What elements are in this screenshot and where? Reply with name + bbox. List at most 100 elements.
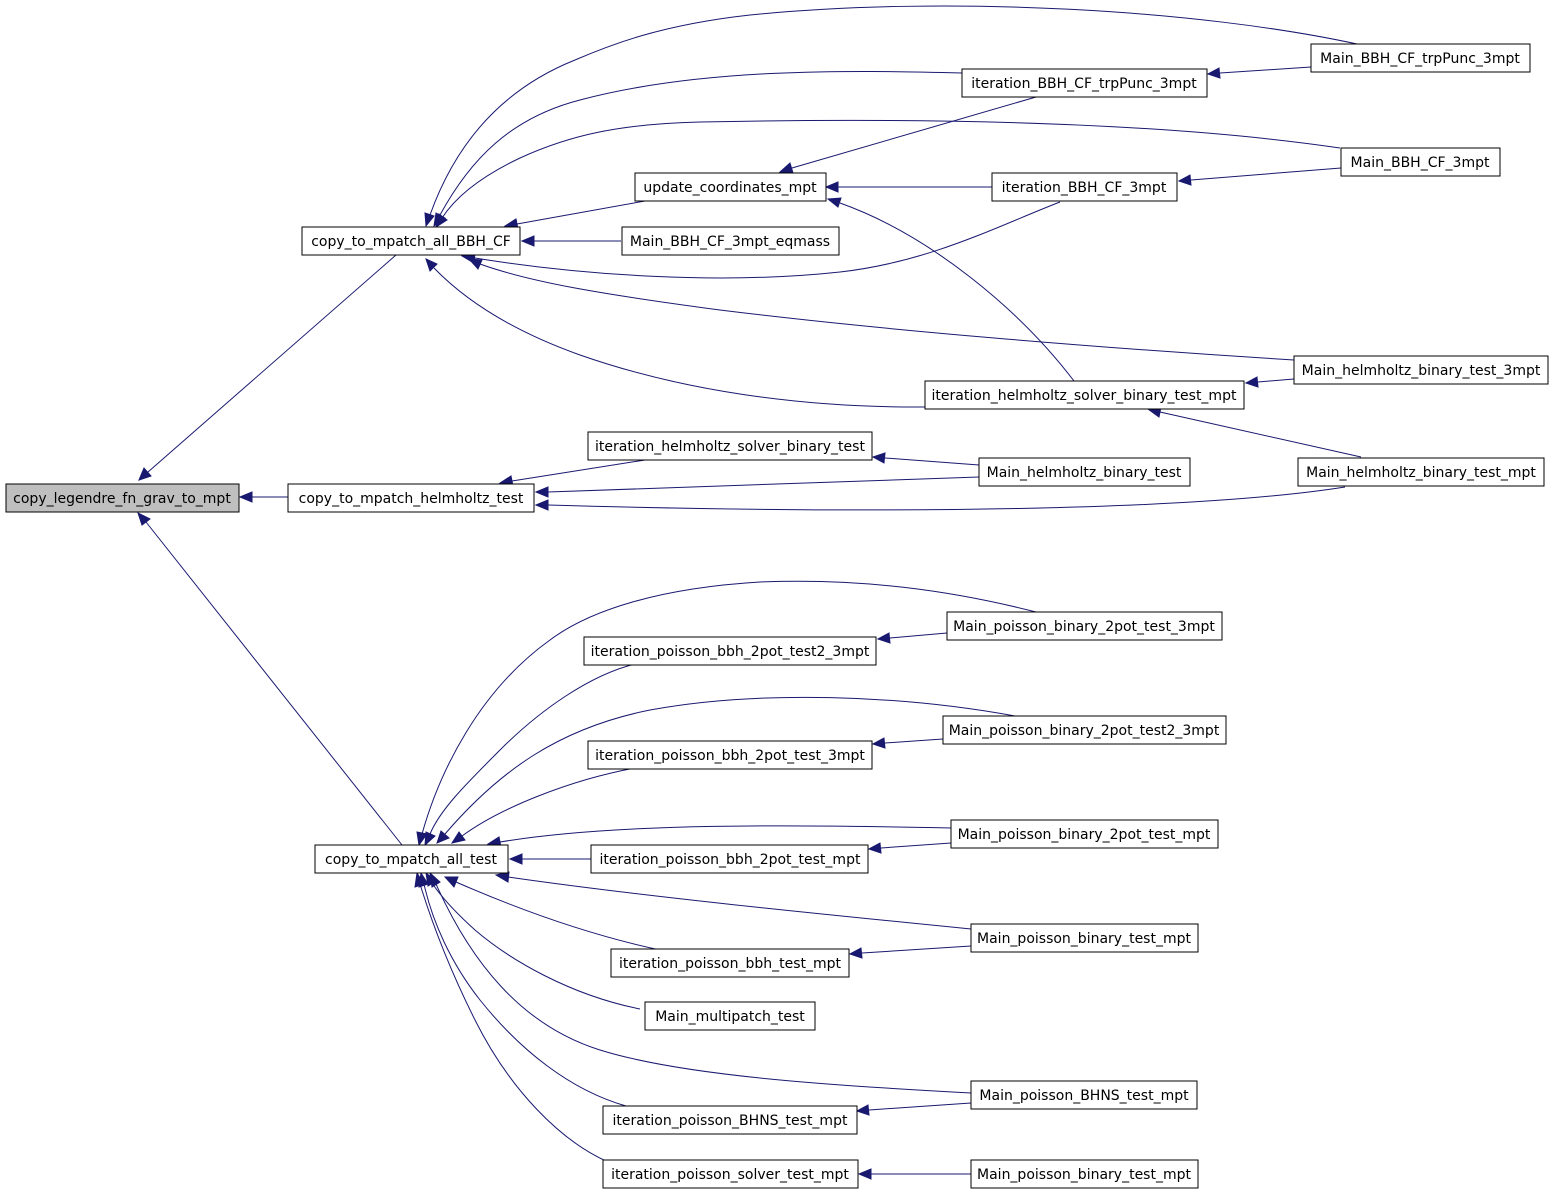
node-copy-to-mpatch-all-bbh-cf[interactable]: copy_to_mpatch_all_BBH_CF	[301, 226, 521, 256]
edge-n8-n4	[839, 202, 1075, 382]
edge-n18-n3	[444, 696, 1016, 835]
node-iteration-helmholtz-solver-binary-test[interactable]: iteration_helmholtz_solver_binary_test	[587, 431, 873, 461]
node-label: Main_poisson_binary_2pot_test2_3mpt	[949, 723, 1220, 739]
edge-n16-n15	[889, 632, 948, 639]
edge-n15-n3	[429, 663, 636, 835]
edge-n26-n3	[419, 883, 607, 1162]
arrowhead-n3-n0	[137, 512, 151, 526]
edge-n17-n3	[461, 767, 636, 837]
node-label: iteration_poisson_bbh_2pot_test_mpt	[600, 852, 861, 868]
arrowhead-n20-n19	[867, 842, 882, 854]
edge-n14-n8	[1159, 411, 1362, 458]
arrowhead-n10-n7	[1177, 174, 1192, 186]
node-main-poisson-binary-2pot-test-3mpt[interactable]: Main_poisson_binary_2pot_test_3mpt	[946, 611, 1223, 641]
edge-n24-n3	[423, 883, 627, 1107]
node-iteration-poisson-bbh-test-mpt[interactable]: iteration_poisson_bbh_test_mpt	[610, 948, 850, 978]
node-label: Main_BBH_CF_3mpt	[1351, 155, 1490, 171]
node-label: iteration_helmholtz_solver_binary_test_m…	[932, 388, 1237, 404]
arrowhead-n21-n3	[443, 876, 459, 888]
node-label: iteration_BBH_CF_trpPunc_3mpt	[971, 76, 1197, 92]
edge-n16-n3	[421, 580, 1037, 835]
edge-n6-n4	[791, 96, 1037, 169]
node-main-bbh-cf-3mpt-eqmass[interactable]: Main_BBH_CF_3mpt_eqmass	[621, 226, 840, 256]
arrowhead-n9-n1	[424, 212, 435, 228]
node-copy-legendre-fn-grav-to-mpt[interactable]: copy_legendre_fn_grav_to_mpt	[5, 483, 240, 513]
edge-n11-n8	[1257, 378, 1295, 383]
node-label: iteration_poisson_bbh_2pot_test_3mpt	[595, 748, 865, 764]
arrowhead-n15-n3	[424, 831, 436, 847]
node-label: Main_helmholtz_binary_test_3mpt	[1302, 363, 1541, 379]
node-main-poisson-binary-test-mpt[interactable]: Main_poisson_binary_test_mpt	[970, 923, 1199, 953]
arrowhead-n11-n1	[467, 258, 483, 270]
arrowhead-n26-n3	[414, 871, 425, 888]
node-label: Main_poisson_binary_test_mpt	[977, 1167, 1191, 1183]
arrowhead-n25-n24	[855, 1104, 870, 1116]
edge-n10-n7	[1190, 167, 1342, 181]
node-iteration-poisson-bbh-2pot-test-3mpt[interactable]: iteration_poisson_bbh_2pot_test_3mpt	[587, 740, 873, 770]
node-main-poisson-binary-test-mpt-2[interactable]: Main_poisson_binary_test_mpt	[970, 1159, 1199, 1189]
node-copy-to-mpatch-helmholtz-test[interactable]: copy_to_mpatch_helmholtz_test	[287, 483, 535, 513]
edge-n14-n2	[547, 486, 1346, 511]
node-iteration-poisson-bbh-2pot-test-mpt[interactable]: iteration_poisson_bbh_2pot_test_mpt	[590, 844, 869, 874]
edge-n8-n1	[433, 267, 926, 408]
arrowhead-n8-n4	[826, 197, 842, 208]
arrowhead-n18-n17	[871, 737, 886, 749]
node-iteration-bbh-cf-3mpt[interactable]: iteration_BBH_CF_3mpt	[991, 172, 1178, 202]
edge-n10-n1	[441, 119, 1341, 219]
edges	[137, 5, 1362, 1180]
node-main-bbh-cf-trppunc-3mpt[interactable]: Main_BBH_CF_trpPunc_3mpt	[1310, 43, 1531, 73]
arrowhead-n6-n4	[778, 162, 794, 174]
arrowhead-n16-n15	[876, 632, 891, 644]
arrowhead-n8-n1	[425, 258, 438, 272]
node-label: Main_poisson_binary_test_mpt	[977, 931, 1191, 947]
arrowhead-n17-n3	[450, 831, 466, 844]
edge-n12-n2	[511, 459, 646, 482]
arrowhead-n5-n1	[520, 235, 535, 247]
edge-n13-n2	[547, 476, 980, 493]
node-label: Main_poisson_binary_2pot_test_mpt	[958, 827, 1211, 843]
node-main-helmholtz-binary-test-mpt[interactable]: Main_helmholtz_binary_test_mpt	[1297, 457, 1545, 487]
edge-n13-n12	[884, 457, 980, 466]
edge-n21-n3	[455, 881, 661, 951]
node-main-multipatch-test[interactable]: Main_multipatch_test	[644, 1001, 816, 1031]
edge-n25-n24	[868, 1102, 972, 1111]
node-iteration-poisson-bhns-test-mpt[interactable]: iteration_poisson_BHNS_test_mpt	[602, 1105, 858, 1135]
node-iteration-helmholtz-solver-binary-test-mpt[interactable]: iteration_helmholtz_solver_binary_test_m…	[924, 380, 1245, 410]
edge-n25-n3	[435, 883, 972, 1094]
node-label: Main_BBH_CF_trpPunc_3mpt	[1320, 51, 1520, 67]
arrowhead-n16-n3	[416, 831, 428, 847]
node-iteration-poisson-solver-test-mpt[interactable]: iteration_poisson_solver_test_mpt	[602, 1159, 859, 1189]
arrowhead-n18-n3	[436, 830, 450, 844]
node-copy-to-mpatch-all-test[interactable]: copy_to_mpatch_all_test	[314, 844, 509, 874]
edge-n18-n17	[884, 738, 944, 744]
node-main-poisson-binary-2pot-test2-3mpt[interactable]: Main_poisson_binary_2pot_test2_3mpt	[942, 715, 1227, 745]
arrowhead-n19-n3	[508, 853, 523, 865]
arrowhead-n13-n2	[534, 486, 549, 498]
node-main-helmholtz-binary-test[interactable]: Main_helmholtz_binary_test	[978, 457, 1191, 487]
node-label: Main_poisson_BHNS_test_mpt	[979, 1088, 1189, 1104]
node-iteration-poisson-bbh-2pot-test2-3mpt[interactable]: iteration_poisson_bbh_2pot_test2_3mpt	[583, 636, 877, 666]
node-label: iteration_poisson_bbh_test_mpt	[619, 956, 842, 972]
node-label: Main_helmholtz_binary_test_mpt	[1306, 465, 1536, 481]
arrowhead-n1-n0	[138, 467, 152, 481]
edge-n9-n1	[429, 5, 1358, 216]
node-label: iteration_BBH_CF_3mpt	[1002, 180, 1167, 196]
node-label: iteration_helmholtz_solver_binary_test	[595, 439, 865, 455]
edge-n4-n1	[516, 200, 646, 225]
node-iteration-bbh-cf-trppunc-3mpt[interactable]: iteration_BBH_CF_trpPunc_3mpt	[961, 68, 1208, 98]
edge-n20-n3	[499, 825, 952, 843]
node-label: Main_multipatch_test	[655, 1009, 805, 1025]
node-label: iteration_poisson_solver_test_mpt	[611, 1167, 849, 1183]
node-main-poisson-bhns-test-mpt[interactable]: Main_poisson_BHNS_test_mpt	[970, 1080, 1198, 1110]
edge-n11-n1	[479, 263, 1295, 361]
node-main-poisson-binary-2pot-test-mpt[interactable]: Main_poisson_binary_2pot_test_mpt	[950, 819, 1219, 849]
edge-n9-n6	[1219, 66, 1312, 74]
arrowhead-n11-n8	[1244, 376, 1259, 388]
edge-n6-n1	[439, 70, 963, 216]
node-main-helmholtz-binary-test-3mpt[interactable]: Main_helmholtz_binary_test_3mpt	[1293, 355, 1549, 385]
node-update-coordinates-mpt[interactable]: update_coordinates_mpt	[634, 172, 827, 202]
edge-n1-n0	[147, 254, 397, 473]
arrowhead-n7-n4	[824, 181, 839, 193]
edge-n3-n0	[145, 521, 403, 846]
node-main-bbh-cf-3mpt[interactable]: Main_BBH_CF_3mpt	[1340, 147, 1501, 177]
